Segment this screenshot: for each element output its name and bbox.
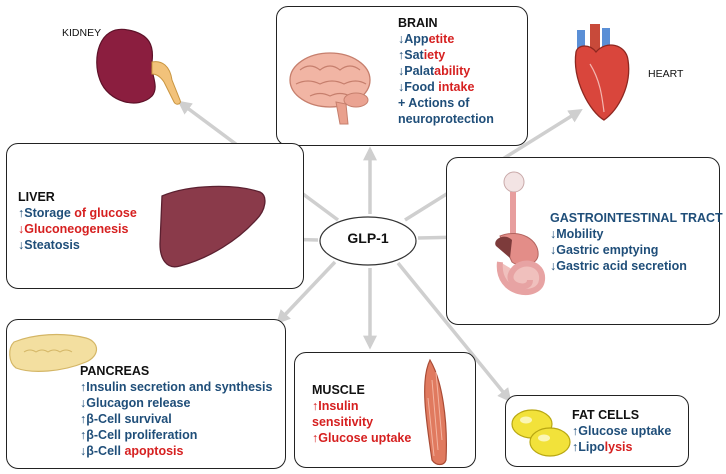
text-segment: neuroprotection: [398, 112, 494, 126]
text-segment: ↓β-Cell: [80, 444, 125, 458]
text-line: ↓Appetite: [398, 31, 494, 47]
text-segment: ↑β-Cell survival: [80, 412, 172, 426]
text-segment: ↓Mobility: [550, 227, 604, 241]
text-line: sensitivity: [312, 414, 411, 430]
text-segment: ↓Steatosis: [18, 238, 80, 252]
text-line: ↑Lipolysis: [572, 439, 671, 455]
text-segment: etite: [428, 32, 455, 46]
text-segment: ↑Sat: [398, 48, 424, 62]
text-line: neuroprotection: [398, 111, 494, 127]
liver-text: LIVER ↑Storage of glucose↓Gluconeogenesi…: [18, 189, 137, 253]
text-segment: ↓Glucagon release: [80, 396, 191, 410]
glp1-center-ellipse: [319, 216, 417, 266]
brain-text: BRAIN ↓Appetite↑Satiety↓Palatability↓Foo…: [398, 15, 494, 127]
text-line: ↓Palatability: [398, 63, 494, 79]
text-line: ↑Insulin secretion and synthesis: [80, 379, 272, 395]
pancreas-title: PANCREAS: [80, 364, 150, 378]
text-line: + Actions of: [398, 95, 494, 111]
heart-label: HEART: [648, 68, 684, 80]
text-line: ↑Insulin: [312, 398, 411, 414]
text-line: ↑Satiety: [398, 47, 494, 63]
text-segment: ↑Insulin secretion and synthesis: [80, 380, 273, 394]
fat-cells-illustration: [511, 409, 571, 457]
pancreas-text: PANCREAS ↑Insulin secretion and synthesi…: [80, 363, 272, 459]
kidney-illustration: [96, 28, 181, 105]
fat-text: FAT CELLS ↑Glucose uptake↑Lipolysis: [572, 407, 671, 455]
muscle-lines: ↑Insulin sensitivity ↑Glucose uptake: [312, 398, 411, 446]
text-line: ↑Glucose uptake: [312, 430, 411, 446]
text-line: ↑β-Cell survival: [80, 411, 272, 427]
text-line: ↓β-Cell apoptosis: [80, 443, 272, 459]
text-line: ↑Glucose uptake: [572, 423, 671, 439]
text-segment: ↑Glucose uptake: [572, 424, 672, 438]
text-segment: of glucose: [74, 206, 137, 220]
text-segment: ↓Food: [398, 80, 439, 94]
gi-box: [446, 157, 720, 325]
text-segment: ↑Lipo: [572, 440, 605, 454]
liver-title: LIVER: [18, 190, 55, 204]
text-segment: ↓Gluconeogenesis: [18, 222, 129, 236]
liver-illustration: [159, 185, 266, 268]
text-segment: ↓Gastric acid secretion: [550, 259, 687, 273]
text-line: ↓Steatosis: [18, 237, 137, 253]
text-segment: lysis: [604, 440, 633, 454]
text-segment: ↑β-Cell proliferation: [80, 428, 198, 442]
pancreas-illustration: [9, 333, 98, 372]
gi-lines: ↓Mobility ↓Gastric emptying ↓Gastric acid …: [550, 226, 723, 274]
heart-illustration: [574, 24, 630, 121]
gi-illustration: [495, 171, 545, 296]
gi-title: GASTROINTESTINAL TRACT: [550, 211, 723, 225]
text-line: ↓Gastric emptying: [550, 242, 723, 258]
arrow-to-fat: [396, 261, 512, 403]
brain-illustration: [289, 52, 371, 125]
text-line: ↑Storage of glucose: [18, 205, 137, 221]
text-segment: ↑Storage: [18, 206, 75, 220]
text-segment: + Actions of: [398, 96, 470, 110]
arrow-to-pancreas: [276, 260, 337, 325]
text-segment: intake: [438, 80, 475, 94]
text-segment: ability: [434, 64, 471, 78]
text-segment: ↓Gastric emptying: [550, 243, 659, 257]
text-segment: ↑Glucose uptake: [312, 431, 412, 445]
text-segment: ↑Insulin: [312, 399, 359, 413]
muscle-title: MUSCLE: [312, 383, 365, 397]
fat-title: FAT CELLS: [572, 408, 640, 422]
text-line: ↓Gluconeogenesis: [18, 221, 137, 237]
text-line: ↓Glucagon release: [80, 395, 272, 411]
text-line: ↓Food intake: [398, 79, 494, 95]
fat-lines: ↑Glucose uptake↑Lipolysis: [572, 423, 671, 455]
gi-text: GASTROINTESTINAL TRACT ↓Mobility ↓Gastric…: [550, 210, 723, 274]
text-segment: sensitivity: [312, 415, 374, 429]
text-segment: ↓App: [398, 32, 429, 46]
text-segment: iety: [423, 48, 446, 62]
pancreas-lines: ↑Insulin secretion and synthesis ↓Glucago…: [80, 379, 272, 459]
brain-lines: ↓Appetite↑Satiety↓Palatability↓Food inta…: [398, 31, 494, 127]
liver-lines: ↑Storage of glucose↓Gluconeogenesis↓Stea…: [18, 205, 137, 253]
text-line: ↓Gastric acid secretion: [550, 258, 723, 274]
kidney-label: KIDNEY: [62, 27, 102, 39]
brain-title: BRAIN: [398, 16, 438, 30]
text-line: ↓Mobility: [550, 226, 723, 242]
glp1-label: GLP-1: [347, 230, 389, 246]
muscle-text: MUSCLE ↑Insulin sensitivity ↑Glucose uptak…: [312, 382, 411, 446]
text-segment: ↓Palat: [398, 64, 435, 78]
text-line: ↑β-Cell proliferation: [80, 427, 272, 443]
text-segment: apoptosis: [124, 444, 184, 458]
muscle-illustration: [424, 358, 447, 466]
